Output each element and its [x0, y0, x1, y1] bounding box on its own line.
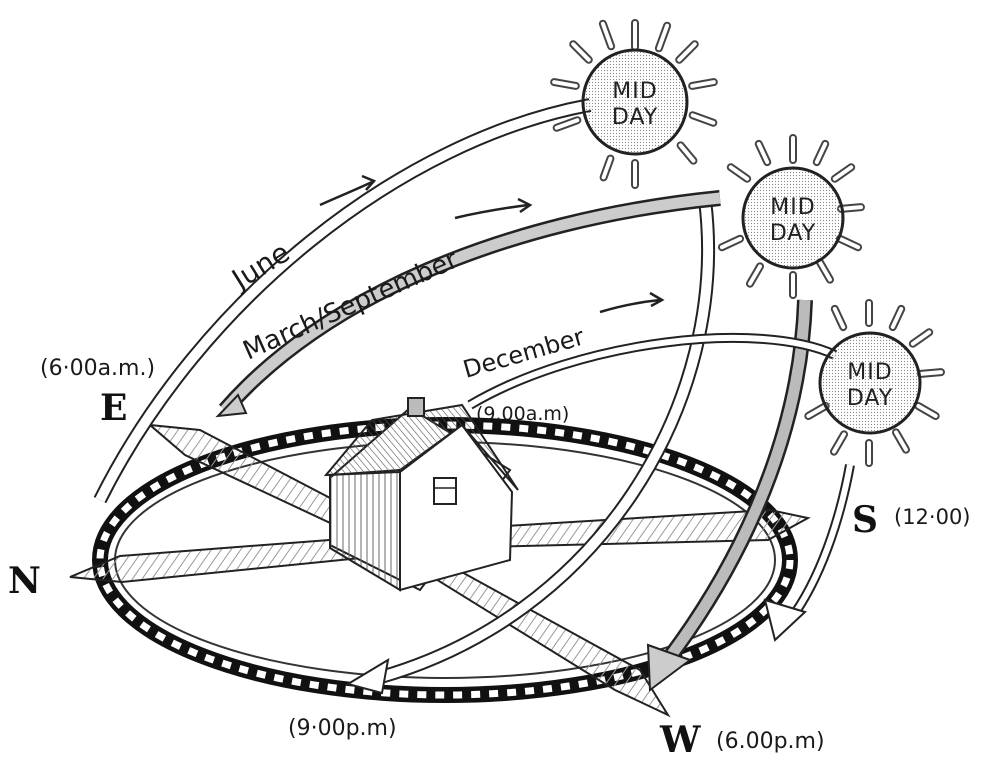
- sun-december: MID DAY: [804, 300, 944, 466]
- sun-june-line2: DAY: [612, 105, 658, 130]
- sun-june-line1: MID: [612, 79, 657, 104]
- sun-paths: [100, 105, 850, 693]
- time-west: (6.00p.m): [716, 729, 825, 754]
- sun-march-september: MID DAY: [718, 135, 864, 298]
- house-window: [434, 478, 456, 504]
- time-south: (12·00): [894, 505, 971, 529]
- time-morning: (9.00a.m): [476, 403, 569, 425]
- sun-march-line1: MID: [770, 195, 815, 220]
- house-side-wall: [330, 470, 400, 590]
- chimney: [408, 398, 424, 416]
- time-east: (6·00a.m.): [40, 356, 155, 381]
- sun-march-line2: DAY: [770, 221, 816, 246]
- label-south: S: [852, 499, 878, 541]
- sun-december-line2: DAY: [847, 386, 893, 411]
- label-east: E: [100, 387, 127, 429]
- sun-december-line1: MID: [847, 360, 892, 385]
- label-north: N: [8, 560, 41, 602]
- label-west: W: [659, 719, 701, 758]
- time-evening: (9·00p.m): [288, 716, 397, 741]
